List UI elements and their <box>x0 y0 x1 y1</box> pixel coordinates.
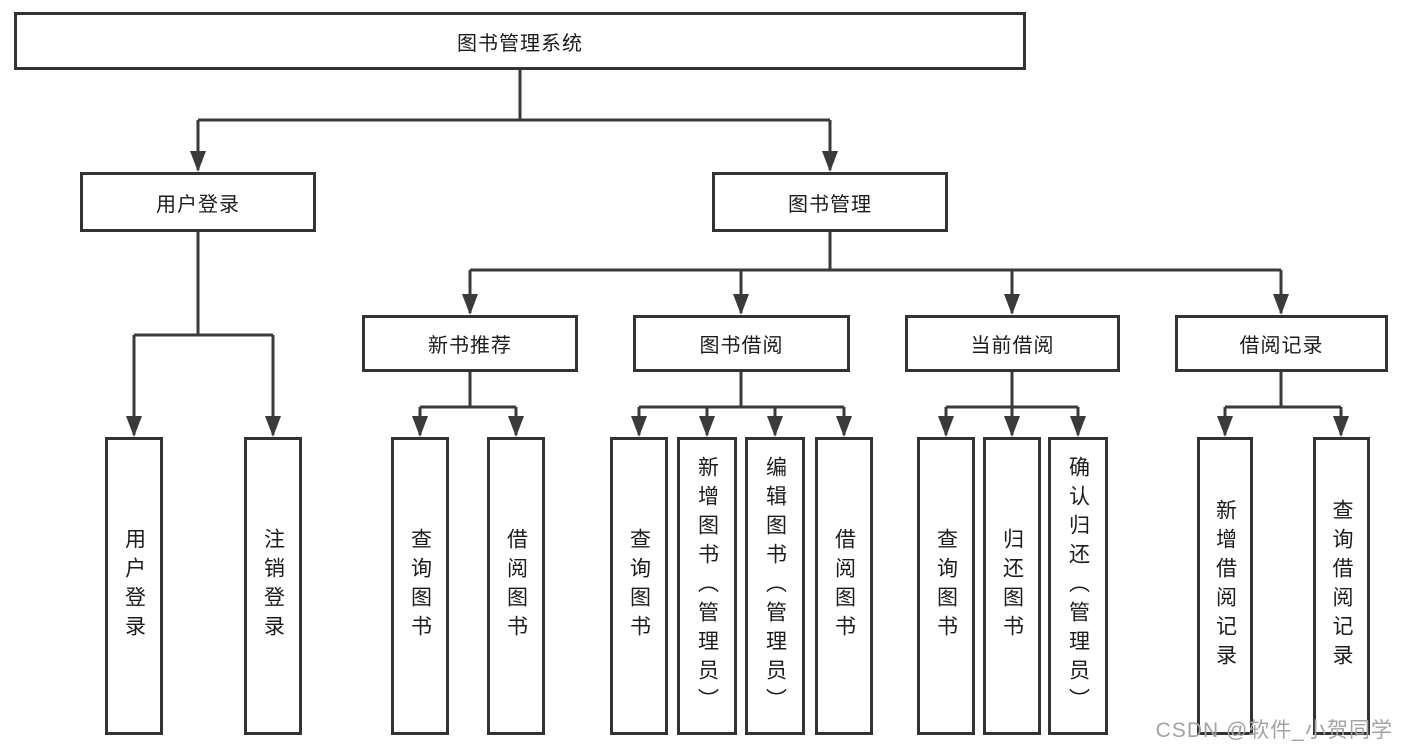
leaf-current-return-label: 归还图书 <box>1000 528 1024 644</box>
leaf-borrow-query: 查询图书 <box>610 437 668 735</box>
node-book-management: 图书管理 <box>712 172 948 232</box>
node-current-borrowing: 当前借阅 <box>905 315 1120 372</box>
watermark: CSDN @软件_小贺同学 <box>1155 719 1393 742</box>
node-book-borrowing: 图书借阅 <box>633 315 850 372</box>
leaf-borrow-borrow-book-label: 借阅图书 <box>832 528 856 644</box>
node-book-borrowing-label: 图书借阅 <box>699 335 784 357</box>
node-new-book-recommend-label: 新书推荐 <box>428 335 512 357</box>
leaf-user-login: 用户登录 <box>105 437 163 735</box>
leaf-newbooks-query-label: 查询图书 <box>408 528 432 644</box>
node-user-login-label: 用户登录 <box>156 193 240 216</box>
connector-stems <box>132 70 1343 435</box>
node-root-label: 图书管理系统 <box>457 32 583 55</box>
leaf-borrow-add-book: 新增图书（管理员） <box>677 437 737 735</box>
node-new-book-recommend: 新书推荐 <box>362 315 578 372</box>
node-root: 图书管理系统 <box>14 12 1026 70</box>
leaf-newbooks-query: 查询图书 <box>391 437 449 735</box>
leaf-current-return: 归还图书 <box>983 437 1041 735</box>
leaf-records-query: 查询借阅记录 <box>1313 437 1370 735</box>
leaf-borrow-edit-book-label: 编辑图书（管理员） <box>763 455 787 717</box>
leaf-logout-label: 注销登录 <box>261 528 285 644</box>
leaf-current-query-label: 查询图书 <box>934 528 958 644</box>
node-user-login: 用户登录 <box>80 172 316 232</box>
leaf-newbooks-borrow-label: 借阅图书 <box>504 528 528 644</box>
node-book-management-label: 图书管理 <box>788 193 872 216</box>
leaf-user-login-label: 用户登录 <box>122 528 146 644</box>
leaf-logout: 注销登录 <box>244 437 302 735</box>
node-borrowing-records-label: 借阅记录 <box>1239 335 1324 357</box>
leaf-records-add-label: 新增借阅记录 <box>1213 499 1237 673</box>
leaf-current-query: 查询图书 <box>917 437 975 735</box>
leaf-borrow-edit-book: 编辑图书（管理员） <box>745 437 805 735</box>
leaf-borrow-query-label: 查询图书 <box>627 528 651 644</box>
leaf-borrow-borrow-book: 借阅图书 <box>815 437 873 735</box>
node-borrowing-records: 借阅记录 <box>1175 315 1388 372</box>
node-current-borrowing-label: 当前借阅 <box>970 335 1055 357</box>
leaf-borrow-add-book-label: 新增图书（管理员） <box>695 455 719 717</box>
leaf-records-add: 新增借阅记录 <box>1197 437 1253 735</box>
leaf-records-query-label: 查询借阅记录 <box>1330 499 1353 673</box>
leaf-newbooks-borrow: 借阅图书 <box>487 437 545 735</box>
arrowheads <box>126 151 1349 437</box>
leaf-current-confirm-return-label: 确认归还（管理员） <box>1066 455 1090 717</box>
leaf-current-confirm-return: 确认归还（管理员） <box>1048 437 1108 735</box>
